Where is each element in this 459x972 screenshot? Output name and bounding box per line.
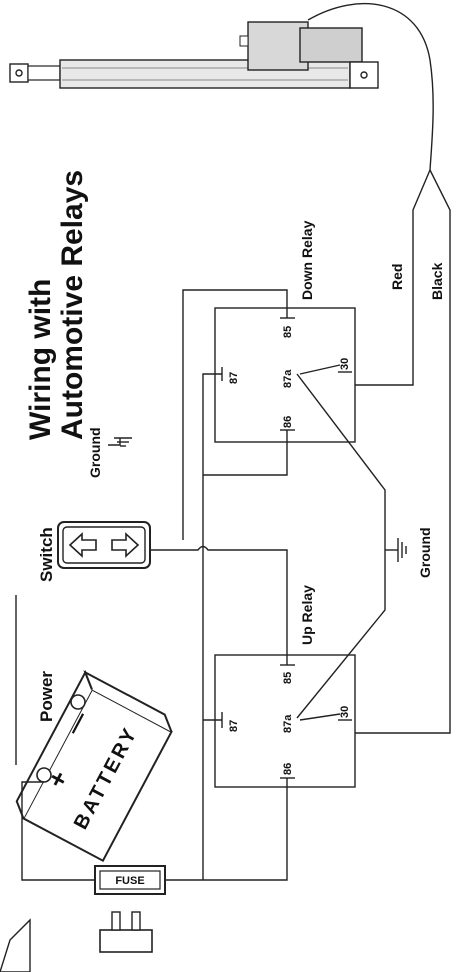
wire-switch-to-up-85 [150, 545, 288, 665]
linear-actuator [9, 2, 434, 171]
down-relay-pin-30: 30 [339, 358, 351, 370]
battery-negative-terminal [70, 694, 86, 710]
wire-battery-to-fuse [21, 781, 95, 881]
down-relay: 85 87 87a 86 30 Down Relay [214, 220, 356, 443]
arrow-right-icon [111, 532, 140, 558]
ground-label-bottom: Ground [417, 527, 433, 578]
blade-fuse-icon [99, 911, 153, 953]
up-relay-pin-87: 87 [228, 720, 240, 732]
wire-down-86 [203, 430, 288, 476]
actuator-cable [307, 2, 434, 171]
ground-symbol-top: Ground [87, 427, 132, 478]
actuator-rear-mount [349, 61, 379, 89]
up-relay-box [214, 654, 356, 788]
red-wire-label: Red [389, 264, 405, 290]
down-relay-pin-86: 86 [282, 416, 294, 428]
actuator-motor [247, 21, 309, 71]
diagram-title: Wiring with Automotive Relays [24, 170, 89, 440]
black-wire [344, 169, 451, 734]
title-line-2: Automotive Relays [56, 170, 89, 440]
up-relay-pin-85: 85 [282, 672, 294, 684]
down-relay-pin-87a: 87a [282, 369, 294, 388]
up-relay-pin-30: 30 [339, 706, 351, 718]
wire-up-86-fuse [165, 778, 288, 881]
actuator-gearbox [299, 27, 363, 63]
down-relay-pin-85: 85 [282, 326, 294, 338]
ground-label-top: Ground [87, 427, 103, 478]
fuse: FUSE [94, 865, 166, 953]
corner-fragment-bottom-left [0, 918, 31, 972]
up-relay: 85 87 87a 86 30 Up Relay [214, 585, 356, 788]
up-relay-pin-86: 86 [282, 763, 294, 775]
battery: Power BATTERY + — [15, 669, 173, 863]
power-label: Power [37, 671, 56, 722]
fuse-label: FUSE [115, 875, 144, 887]
black-wire-label: Black [429, 262, 445, 300]
down-relay-pin-87: 87 [228, 372, 240, 384]
up-relay-label: Up Relay [299, 585, 315, 645]
up-relay-pin-87a: 87a [282, 714, 294, 733]
red-wire [344, 169, 431, 386]
actuator-rod [27, 65, 61, 81]
down-relay-label: Down Relay [299, 220, 315, 300]
switch-label: Switch [37, 527, 56, 582]
wire-switch-to-down-85 [182, 289, 288, 540]
rocker-switch: Switch [37, 521, 151, 582]
title-line-1: Wiring with [24, 279, 57, 440]
arrow-left-icon [68, 532, 97, 558]
wire-87-bus [202, 373, 222, 880]
ground-symbol-bottom: Ground [397, 527, 433, 578]
